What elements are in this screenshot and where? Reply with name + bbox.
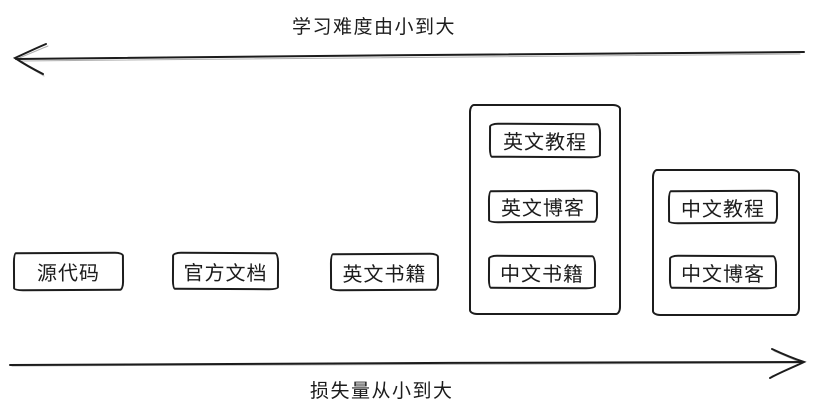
top-arrow-head-overdraw xyxy=(16,45,49,77)
node-chinese-blogs: 中文博客 xyxy=(668,254,778,290)
node-label: 中文书籍 xyxy=(499,263,585,286)
node-label: 英文书籍 xyxy=(342,263,427,286)
top-arrow-head xyxy=(12,43,47,75)
node-chinese-books: 中文书籍 xyxy=(487,254,597,290)
node-label: 英文教程 xyxy=(502,131,588,155)
top-arrow-line xyxy=(15,51,805,60)
top-arrow-line-overdraw xyxy=(19,53,801,62)
node-label: 中文博客 xyxy=(680,263,766,286)
node-label: 官方文档 xyxy=(183,262,268,285)
node-label: 源代码 xyxy=(36,262,101,286)
node-english-tutorials: 英文教程 xyxy=(488,122,602,159)
node-official-docs: 官方文档 xyxy=(171,251,280,291)
bottom-axis-label: 损失量从小到大 xyxy=(310,381,454,402)
node-english-books: 英文书籍 xyxy=(329,252,440,292)
node-label: 英文博客 xyxy=(500,197,586,221)
bottom-arrow-line xyxy=(9,361,803,366)
node-source-code: 源代码 xyxy=(12,251,125,292)
bottom-arrow-head-overdraw xyxy=(771,350,804,377)
top-axis-label: 学习难度由小到大 xyxy=(292,17,457,38)
bottom-arrow-head xyxy=(769,348,807,379)
bottom-arrow-line-overdraw xyxy=(11,362,799,367)
node-chinese-tutorials: 中文教程 xyxy=(667,189,779,225)
node-label: 中文教程 xyxy=(680,198,766,221)
node-english-blogs: 英文博客 xyxy=(487,189,599,224)
